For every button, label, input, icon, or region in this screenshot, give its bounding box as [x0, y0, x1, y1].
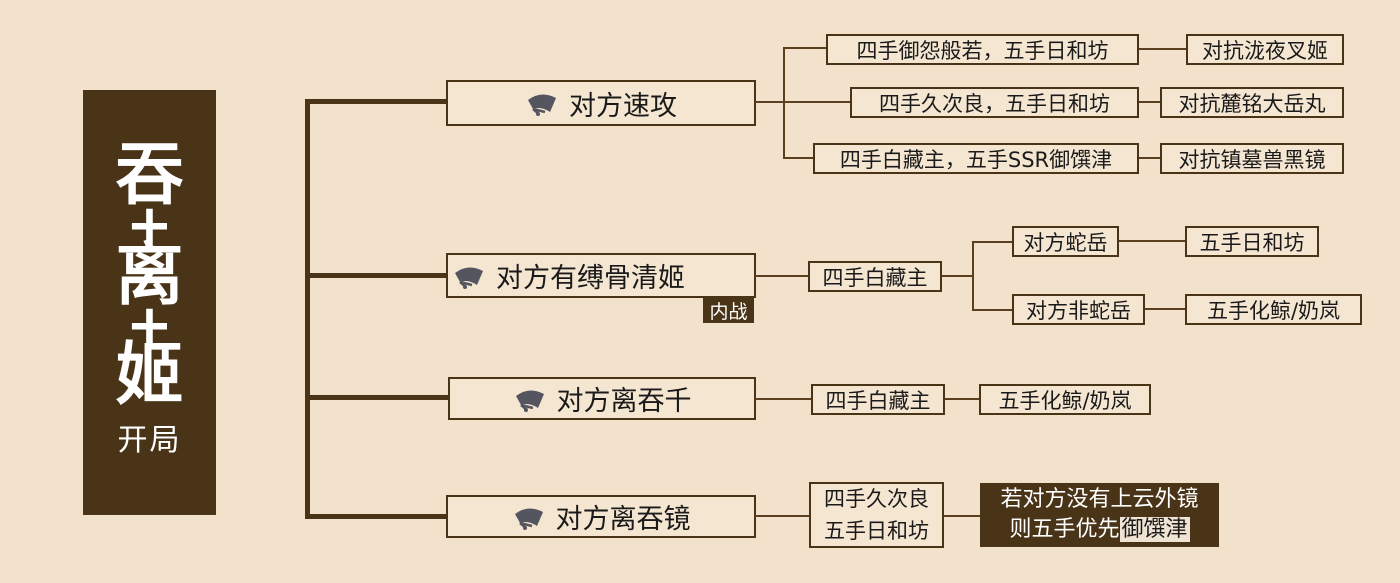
connector	[942, 275, 974, 277]
connector	[783, 157, 813, 159]
advice-prefix: 则五手优先	[1009, 517, 1120, 542]
connector	[305, 514, 447, 519]
result-node[interactable]: 对抗麓铭大岳丸	[1160, 87, 1344, 118]
strategy-node[interactable]: 四手久次良，五手日和坊	[850, 87, 1139, 118]
title-block: 吞 + 离 + 姬 开局	[83, 90, 216, 515]
result-node[interactable]: 对抗镇墓兽黑镜	[1160, 143, 1344, 174]
result-node[interactable]: 五手日和坊	[1185, 226, 1319, 257]
title-subtitle: 开局	[117, 422, 182, 458]
strategy-node[interactable]: 四手白藏主，五手SSR御馔津	[813, 143, 1139, 174]
folding-fan-icon	[512, 504, 546, 530]
connector	[944, 515, 982, 517]
branch-node-vs-tun-jing[interactable]: 对方离吞镜	[446, 495, 756, 538]
branch-node-vs-tun-qian[interactable]: 对方离吞千	[448, 377, 756, 420]
result-label: 对抗镇墓兽黑镜	[1178, 147, 1326, 172]
branch-node-kiyohime[interactable]: 对方有缚骨清姬	[446, 253, 756, 298]
title-char: 吞	[115, 135, 184, 215]
connector	[1139, 101, 1161, 103]
strategy-label: 四手御怨般若，五手日和坊	[856, 38, 1109, 63]
condition-label: 对方蛇岳	[1023, 230, 1108, 255]
strategy-node[interactable]: 四手白藏主	[808, 261, 942, 292]
result-label: 五手化鲸/奶岚	[1206, 298, 1341, 323]
connector	[305, 99, 447, 104]
strategy-label: 四手久次良，五手日和坊	[879, 91, 1110, 116]
trunk-line	[305, 99, 310, 519]
connector	[305, 395, 449, 400]
connector	[972, 309, 1013, 311]
branch-label: 对方速攻	[569, 90, 677, 122]
connector	[1119, 240, 1186, 242]
title-plus: +	[126, 192, 173, 258]
result-label: 对抗泷夜叉姬	[1202, 38, 1328, 63]
result-node[interactable]: 对抗泷夜叉姬	[1186, 34, 1344, 65]
folding-fan-icon	[513, 386, 547, 412]
title-char: 姬	[115, 335, 184, 415]
strategy-node[interactable]: 四手久次良 五手日和坊	[809, 482, 944, 548]
branch-node-quick-attack[interactable]: 对方速攻	[446, 80, 756, 126]
civil-war-badge: 内战	[703, 297, 754, 323]
connector	[755, 398, 812, 400]
branch-label: 对方离吞镜	[555, 504, 691, 535]
advice-line-1: 若对方没有上云外镜	[1000, 487, 1199, 512]
connector	[755, 275, 809, 277]
result-label: 五手日和坊	[1199, 230, 1305, 255]
result-label: 对抗麓铭大岳丸	[1178, 91, 1326, 116]
connector	[755, 515, 810, 517]
condition-node[interactable]: 对方非蛇岳	[1012, 294, 1145, 325]
strategy-label: 四手白藏主，五手SSR御馔津	[839, 147, 1113, 172]
folding-fan-icon	[452, 263, 486, 289]
branch-label: 对方有缚骨清姬	[496, 263, 685, 294]
strategy-label: 四手白藏主	[822, 265, 928, 290]
connector	[1139, 48, 1187, 50]
connector	[783, 101, 851, 103]
strategy-node[interactable]: 四手御怨般若，五手日和坊	[826, 34, 1139, 65]
title-char: 离	[115, 235, 184, 315]
connector	[1145, 308, 1186, 310]
title-plus: +	[126, 292, 173, 358]
advice-line-2: 则五手优先御馔津	[1009, 515, 1190, 545]
connector	[783, 47, 785, 159]
result-node[interactable]: 五手化鲸/奶岚	[979, 384, 1151, 415]
strategy-label: 四手久次良	[824, 487, 929, 511]
connector	[972, 241, 1013, 243]
condition-node[interactable]: 对方蛇岳	[1012, 226, 1119, 257]
connector	[1139, 157, 1161, 159]
result-node[interactable]: 五手化鲸/奶岚	[1185, 294, 1362, 325]
connector	[945, 398, 980, 400]
connector	[305, 273, 447, 278]
connector	[755, 101, 785, 103]
strategy-node[interactable]: 四手白藏主	[811, 384, 945, 415]
advice-note: 若对方没有上云外镜 则五手优先御馔津	[980, 483, 1219, 547]
advice-highlight: 御馔津	[1119, 517, 1190, 542]
result-label: 五手化鲸/奶岚	[998, 388, 1132, 413]
condition-label: 对方非蛇岳	[1026, 298, 1131, 323]
folding-fan-icon	[525, 90, 559, 116]
branch-label: 对方离吞千	[556, 386, 692, 417]
strategy-label: 五手日和坊	[824, 519, 929, 543]
connector	[972, 241, 974, 311]
connector	[783, 47, 827, 49]
strategy-label: 四手白藏主	[825, 388, 931, 413]
